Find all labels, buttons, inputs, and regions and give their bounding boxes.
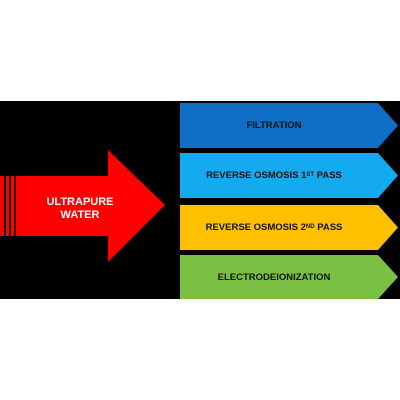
step-arrow-filtration [180,103,398,148]
step-arrow-electrodeionization [180,255,398,299]
step-text: ELECTRODEIONIZATION [217,271,331,283]
arrow-tail-stripe [9,176,11,236]
ultrapure-water-arrow [0,150,165,262]
step-label-electrodeionization: ELECTRODEIONIZATION [180,255,368,299]
step-arrow-ro-second-pass [180,205,398,250]
step-label-filtration: FILTRATION [180,103,368,147]
step-text: FILTRATION [246,119,302,131]
step-text-suffix: PASS [314,169,342,181]
ultrapure-label-line1: ULTRAPURE [46,196,114,208]
arrow-tail-stripe [4,176,6,236]
step-text-suffix: PASS [314,221,343,233]
step-text: REVERSE OSMOSIS 2 [205,221,306,233]
ultrapure-label-line2: WATER [60,209,100,221]
ultrapure-water-label: ULTRAPURE WATER [30,196,130,222]
step-text: REVERSE OSMOSIS 1 [206,169,307,181]
step-arrow-ro-first-pass [180,153,398,198]
arrow-tail-stripe [14,176,16,236]
